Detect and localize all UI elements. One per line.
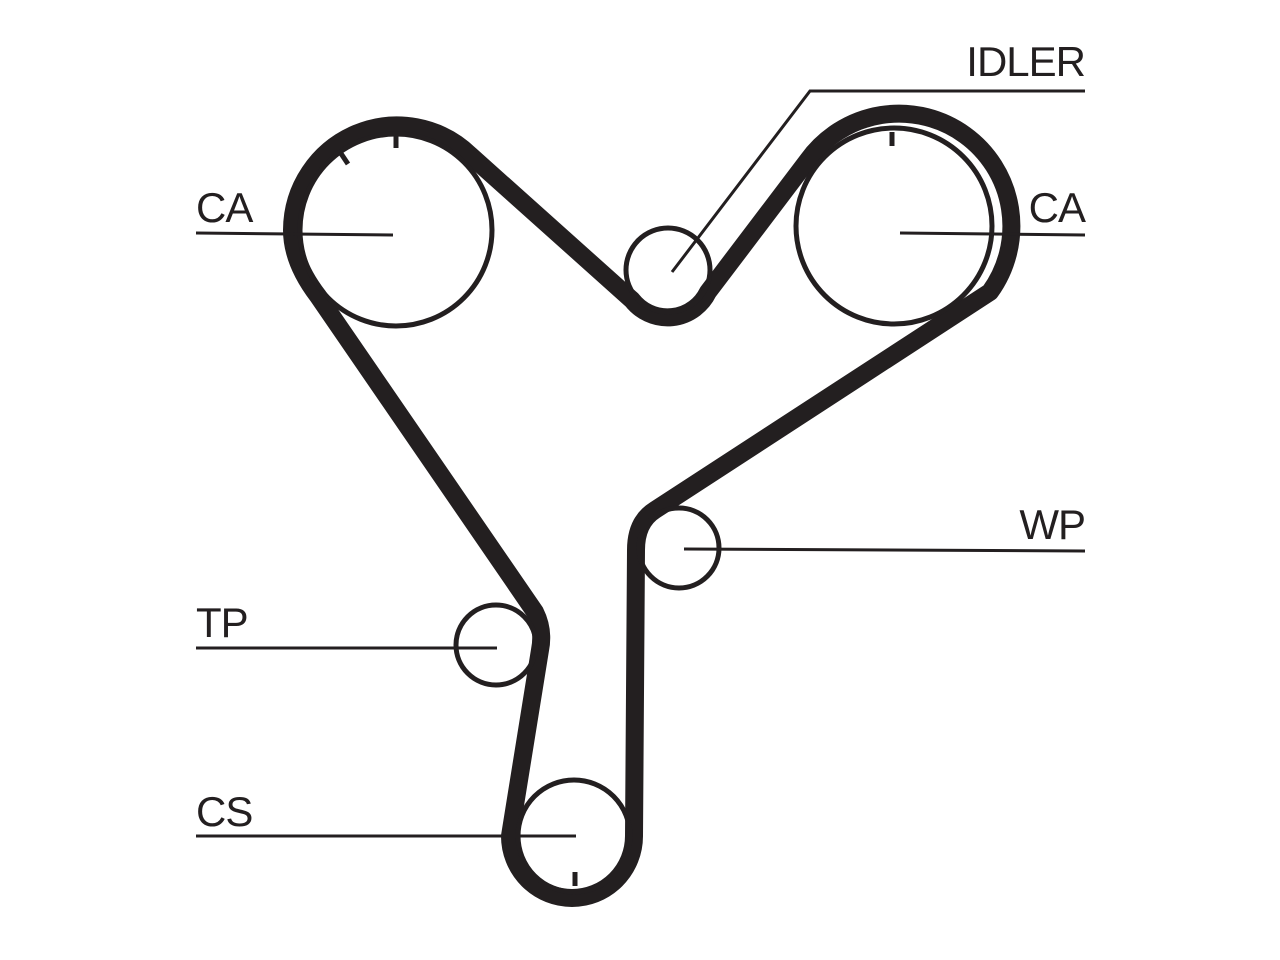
idler-pulley: [623, 225, 713, 315]
label-idler: IDLER: [966, 38, 1085, 85]
leader-ca-left: [195, 231, 394, 237]
label-tp: TP: [196, 599, 248, 646]
label-ca-left: CA: [196, 184, 253, 231]
leader-ca-right: [899, 231, 1086, 237]
timing-belt: [283, 104, 1021, 907]
leader-wp: [683, 547, 1086, 553]
leader-idler: [670, 89, 1085, 273]
camshaft-pulley-left: [297, 131, 495, 329]
label-cs: CS: [196, 788, 252, 835]
label-wp: WP: [1019, 501, 1085, 548]
timing-mark-ca-left-secondary: [337, 150, 351, 166]
tensioner-pulley: [453, 602, 539, 688]
camshaft-pulley-right: [793, 125, 995, 327]
label-ca-right: CA: [1029, 184, 1086, 231]
